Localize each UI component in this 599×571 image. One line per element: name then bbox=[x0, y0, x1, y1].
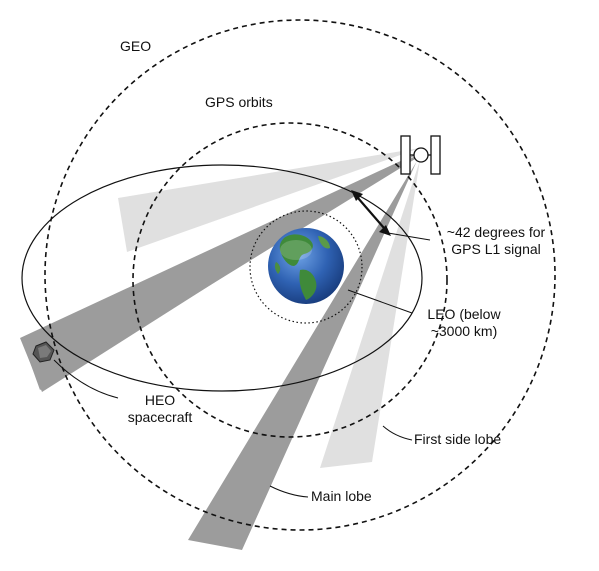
leader-leo bbox=[347, 289, 413, 314]
gps-orbits-label: GPS orbits bbox=[205, 94, 273, 110]
earth-globe-icon bbox=[268, 228, 344, 304]
angle-label: ~42 degrees for GPS L1 signal bbox=[432, 224, 560, 258]
geo-label: GEO bbox=[120, 38, 152, 54]
heo-orbit bbox=[21, 164, 423, 392]
angle-label-line2: GPS L1 signal bbox=[451, 241, 541, 257]
gps-satellite-icon bbox=[400, 135, 441, 175]
geo-orbit bbox=[44, 19, 556, 531]
leader-heo bbox=[53, 359, 119, 399]
main-lobe-upper-beam bbox=[20, 152, 420, 392]
heo-label-line1: HEO bbox=[144, 392, 176, 408]
heo-label: HEO spacecraft bbox=[110, 392, 210, 426]
leo-label-line2: ~3000 km) bbox=[430, 323, 498, 339]
heo-spacecraft-icon bbox=[32, 341, 55, 363]
main-lobe-label: Main lobe bbox=[311, 488, 372, 504]
leader-angle bbox=[387, 232, 431, 241]
leo-label-line1: LEO (below bbox=[427, 306, 501, 322]
leader-first-side-lobe bbox=[382, 425, 413, 441]
heo-label-line2: spacecraft bbox=[127, 409, 193, 425]
leo-orbit bbox=[249, 210, 363, 324]
side-lobe-upper-left bbox=[118, 148, 420, 252]
first-side-lobe-label: First side lobe bbox=[414, 431, 502, 447]
side-lobe-lower-right bbox=[320, 160, 420, 468]
angle-label-line1: ~42 degrees for bbox=[446, 224, 546, 240]
gps-orbit bbox=[132, 122, 448, 438]
leader-main-lobe bbox=[269, 485, 309, 498]
leo-label: LEO (below ~3000 km) bbox=[416, 306, 512, 340]
